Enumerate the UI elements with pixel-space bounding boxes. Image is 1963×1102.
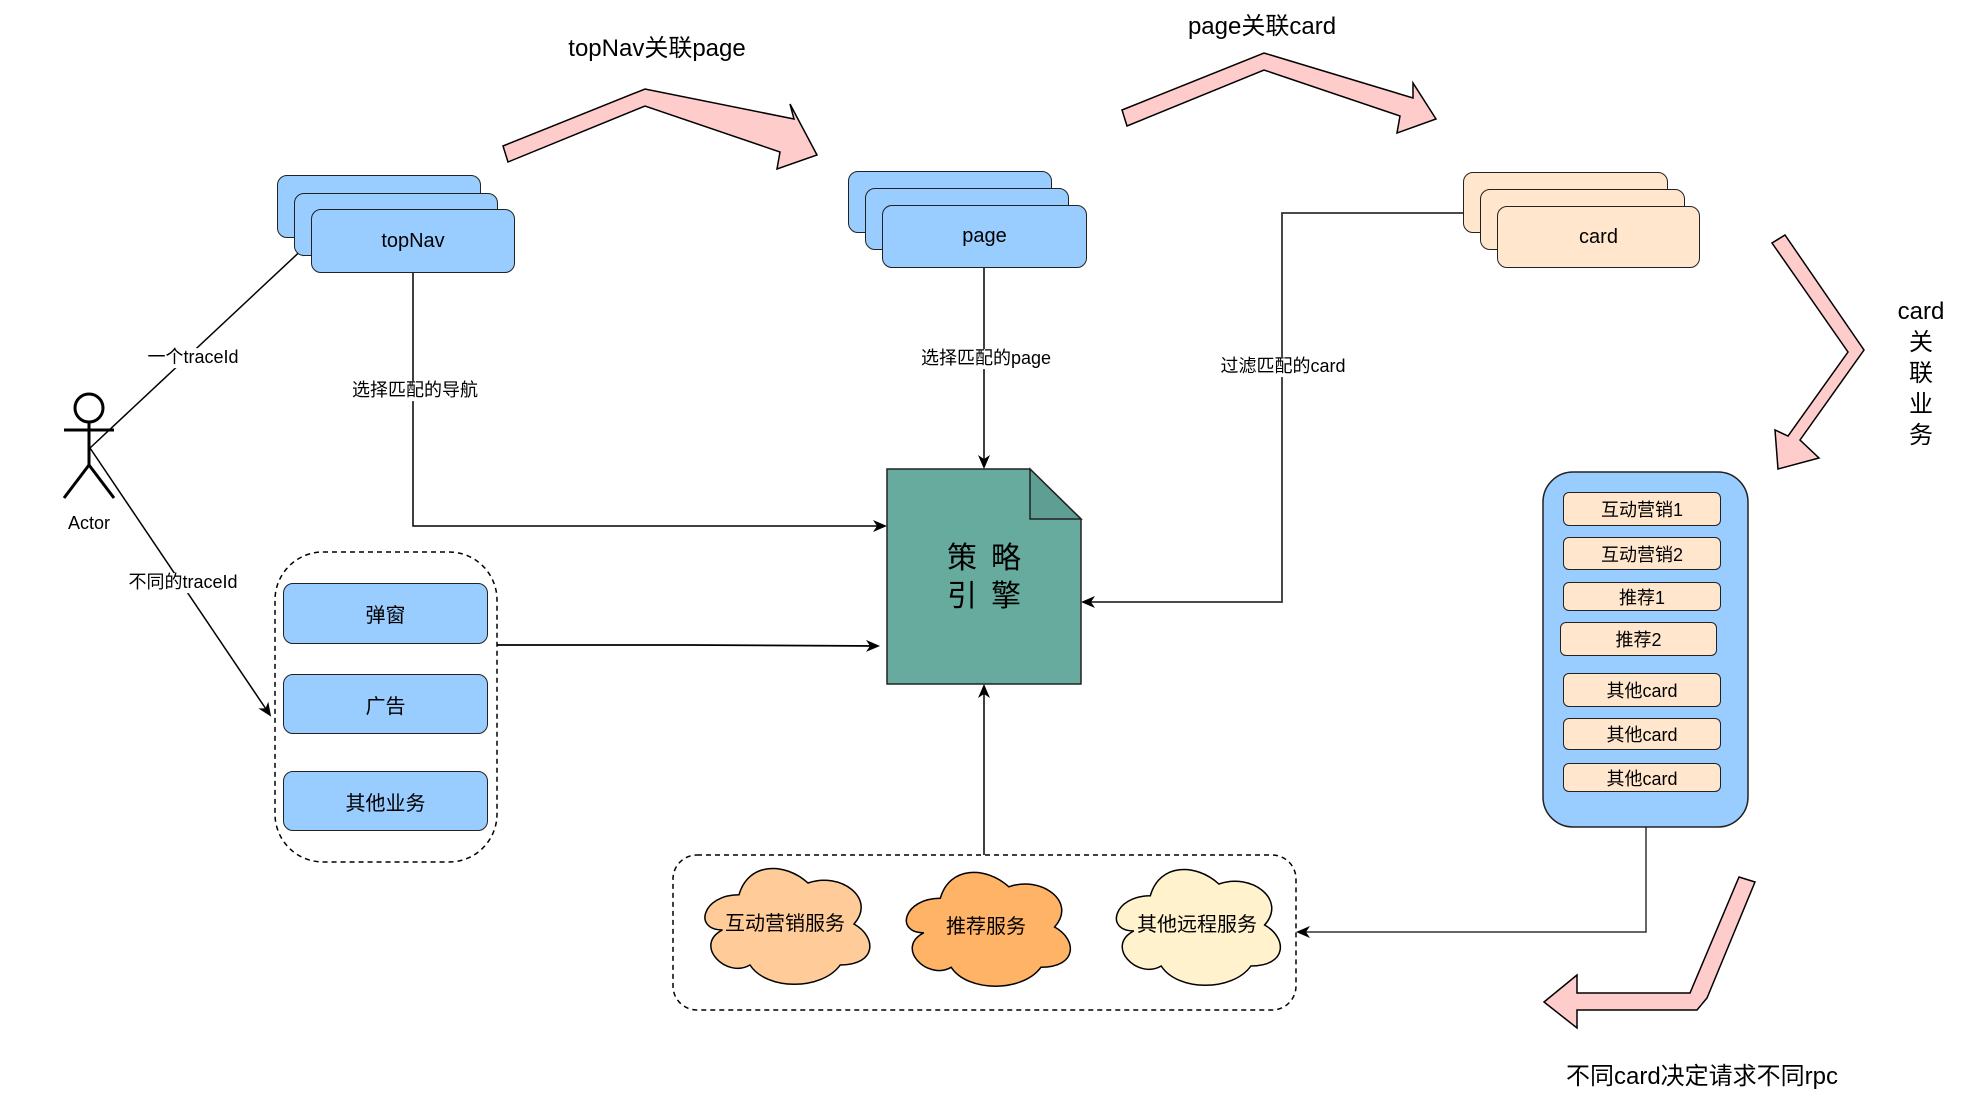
strategy-engine-line2: 引擎 [947, 580, 1035, 613]
cloud-marketing-icon [704, 867, 871, 985]
business-item-label: 互动营销2 [1600, 544, 1683, 565]
topnav-box[interactable]: topNav [311, 209, 515, 273]
flow-label-page-card: page关联card [1187, 12, 1337, 40]
card-box[interactable]: card [1497, 206, 1700, 268]
strategy-engine-label: 策略 引擎 [947, 540, 1035, 616]
service-marketing-label: 互动营销服务 [725, 913, 845, 935]
business-item[interactable]: 推荐1 [1563, 582, 1721, 611]
strategy-engine-line1: 策略 [947, 542, 1035, 575]
edge-label-one-trace: 一个traceId [147, 347, 239, 368]
flow-label-char: 业 [1909, 391, 1933, 418]
cloud-recommend-icon [905, 871, 1071, 987]
business-item[interactable]: 互动营销1 [1563, 492, 1721, 526]
edge-label-select-page: 选择匹配的page [920, 348, 1052, 369]
flow-arrow-card-business [1770, 233, 1865, 470]
service-other-label: 其他远程服务 [1137, 914, 1257, 936]
edge-label-filter-card: 过滤匹配的card [1220, 356, 1346, 377]
ad-box[interactable]: 广告 [283, 674, 488, 734]
business-item-label: 其他card [1606, 725, 1678, 745]
edge-group-engine [497, 639, 880, 652]
strategy-engine-shape [886, 468, 1082, 685]
service-recommend-label: 推荐服务 [946, 916, 1026, 938]
actor-icon [62, 392, 116, 499]
business-item-label: 互动营销1 [1600, 500, 1683, 520]
flow-label-char: card [1897, 298, 1945, 325]
flow-label-char: 关 [1909, 329, 1933, 356]
left-group-container [274, 551, 498, 863]
edge-card-engine [1081, 212, 1463, 608]
popup-label: 弹窗 [365, 605, 406, 627]
business-item[interactable]: 推荐2 [1560, 622, 1717, 656]
business-item[interactable]: 互动营销2 [1563, 537, 1721, 570]
card-label: card [1579, 225, 1618, 248]
flow-label-card-business: card 关 联 业 务 [1898, 296, 1945, 451]
flow-label-char: 务 [1909, 422, 1933, 449]
actor-label: Actor [67, 513, 111, 534]
business-item[interactable]: 其他card [1563, 673, 1721, 707]
page-label: page [962, 225, 1007, 247]
flow-arrow-card-rpc [1542, 876, 1757, 1030]
flow-label-topnav-page: topNav关联page [568, 34, 746, 62]
flow-arrow-topnav-page [502, 88, 819, 171]
flow-arrow-page-card [1121, 52, 1438, 135]
cloud-other-icon [1115, 868, 1281, 986]
business-item-label: 推荐2 [1615, 630, 1662, 650]
strategy-engine-fold [1029, 467, 1083, 520]
popup-box[interactable]: 弹窗 [283, 583, 488, 644]
services-container [672, 854, 1297, 1011]
ad-label: 广告 [365, 695, 406, 718]
flow-label-char: 联 [1909, 360, 1933, 387]
edge-actor-topnav [89, 242, 310, 449]
business-item-label: 其他card [1606, 681, 1678, 701]
edge-label-diff-trace: 不同的traceId [128, 572, 238, 593]
business-item-label: 其他card [1606, 768, 1678, 789]
edge-label-select-nav: 选择匹配的导航 [352, 380, 478, 401]
business-item[interactable]: 其他card [1563, 763, 1721, 792]
flow-label-card-rpc: 不同card决定请求不同rpc [1565, 1062, 1839, 1090]
topnav-label: topNav [381, 229, 445, 252]
other-business-box[interactable]: 其他业务 [283, 771, 488, 831]
business-item-label: 推荐1 [1618, 587, 1665, 608]
other-business-label: 其他业务 [345, 792, 426, 815]
edge-business-services [1296, 827, 1647, 938]
business-item[interactable]: 其他card [1563, 718, 1721, 750]
page-box[interactable]: page [882, 205, 1087, 268]
edge-topnav-engine [412, 273, 887, 532]
